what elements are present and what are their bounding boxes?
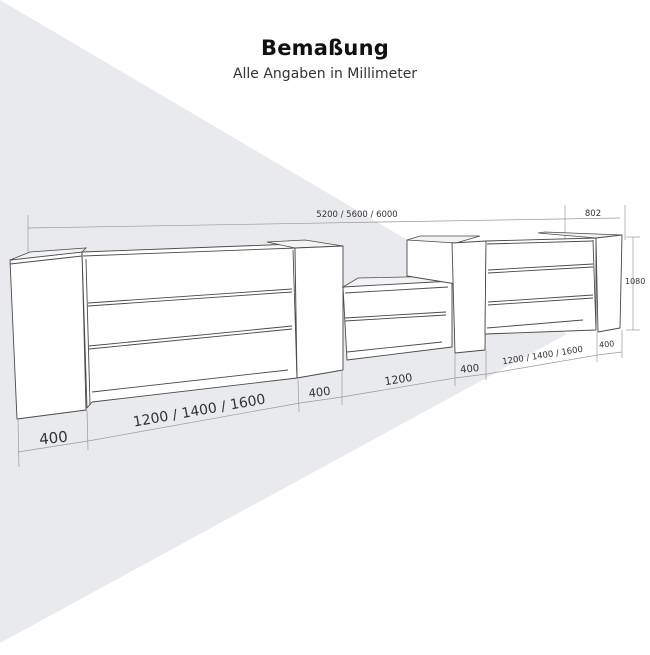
left-pillar-width-label: 400 (38, 428, 68, 449)
right-pillar-width-label: 400 (460, 363, 480, 376)
low-desk (341, 275, 453, 361)
right-pillar (406, 235, 487, 354)
middle-pillar-width-label: 400 (308, 384, 331, 401)
total-length-dimension: 5200 / 5600 / 6000 802 (27, 205, 626, 258)
right-end-panel (537, 231, 623, 333)
right-end-width-label: 400 (599, 339, 615, 350)
height-label: 1080 (625, 277, 645, 286)
middle-pillar (266, 239, 344, 379)
depth-label: 802 (585, 209, 601, 219)
right-desk (484, 237, 597, 335)
low-desk-width-label: 1200 (384, 371, 414, 388)
page-subtitle: Alle Angaben in Millimeter (232, 66, 418, 82)
total-length-label: 5200 / 5600 / 6000 (316, 210, 397, 220)
left-desk (81, 243, 298, 409)
left-pillar (9, 247, 88, 420)
page-title: Bemaßung (261, 36, 389, 60)
height-dimension: 1080 (625, 236, 645, 331)
